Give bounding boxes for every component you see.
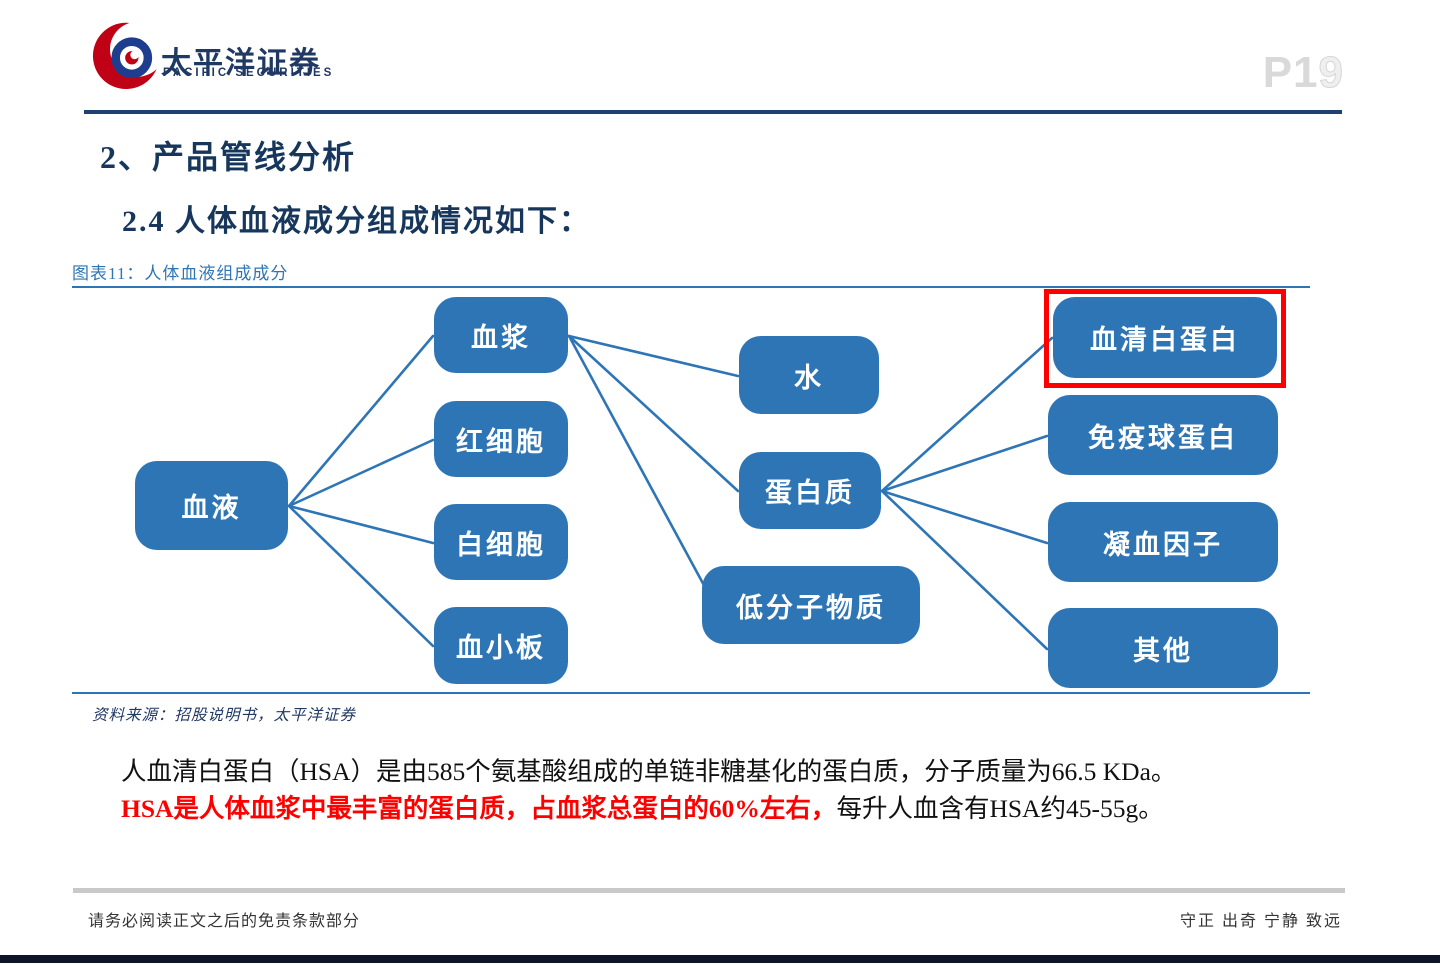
body-line2-highlight: HSA是人体血浆中最丰富的蛋白质，占血浆总蛋白的60%左右， — [121, 794, 837, 823]
pacific-securities-logo-icon — [92, 21, 164, 90]
footer-disclaimer: 请务必阅读正文之后的免责条款部分 — [88, 913, 361, 930]
node-protein: 蛋白质 — [739, 452, 881, 529]
node-white-blood-cells: 白细胞 — [434, 504, 568, 580]
chart-top-rule — [72, 286, 1310, 288]
node-immunoglobulin: 免疫球蛋白 — [1048, 395, 1278, 475]
node-coagulation-factors: 凝血因子 — [1048, 502, 1278, 582]
chart-bottom-rule — [72, 692, 1310, 694]
node-blood: 血液 — [135, 461, 288, 550]
bottom-bar — [0, 955, 1440, 963]
data-source-note: 资料来源：招股说明书，太平洋证券 — [92, 707, 357, 724]
logo-company-name-en: PACIFIC SECURITIES — [163, 67, 335, 79]
node-red-blood-cells: 红细胞 — [434, 401, 568, 477]
body-line2-rest: 每升人血含有HSA约45-55g。 — [836, 794, 1164, 823]
page-number-outline: 9 — [1318, 48, 1344, 98]
logo-company-name: 太平洋证券 — [161, 47, 321, 80]
section-title: 2、产品管线分析 — [100, 139, 357, 175]
subsection-title: 2.4 人体血液成分组成情况如下： — [122, 205, 591, 238]
node-other: 其他 — [1048, 608, 1278, 688]
node-low-molecular-substances: 低分子物质 — [702, 566, 920, 644]
header-divider — [84, 110, 1342, 114]
body-line1: 人血清白蛋白（HSA）是由585个氨基酸组成的单链非糖基化的蛋白质，分子质量为6… — [121, 757, 1177, 786]
node-water: 水 — [739, 336, 879, 414]
footer-motto: 守正 出奇 宁静 致远 — [1179, 913, 1342, 930]
figure-caption: 图表11：人体血液组成成分 — [72, 264, 289, 283]
body-paragraph: 人血清白蛋白（HSA）是由585个氨基酸组成的单链非糖基化的蛋白质，分子质量为6… — [121, 753, 1321, 827]
page-number: P19 — [1263, 48, 1344, 98]
node-plasma: 血浆 — [434, 297, 568, 373]
node-serum-albumin: 血清白蛋白 — [1053, 297, 1277, 378]
footer-divider — [73, 888, 1345, 893]
page-number-solid: P1 — [1262, 48, 1319, 97]
node-platelets: 血小板 — [434, 607, 568, 684]
